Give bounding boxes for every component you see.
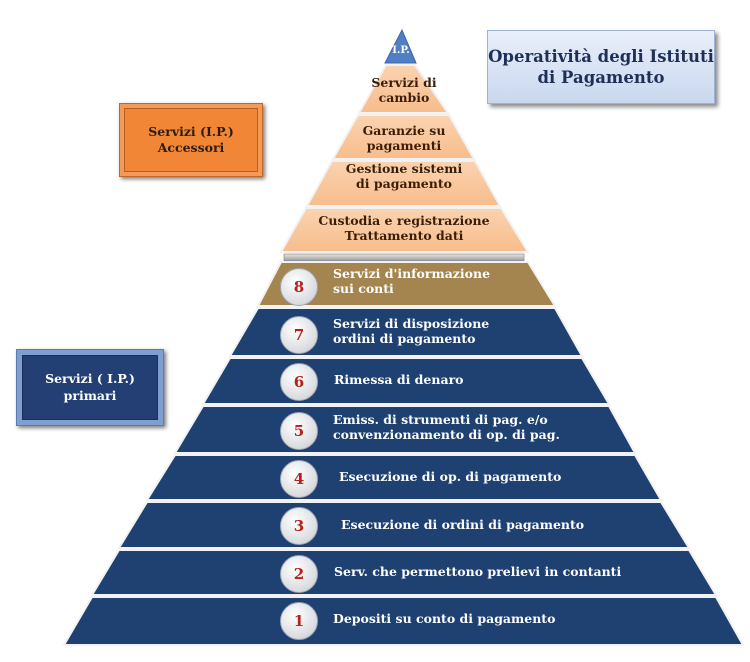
number-badge-7: 7 xyxy=(280,316,318,354)
tier-label-custodia: Custodia e registrazione Trattamento dat… xyxy=(318,213,490,243)
band-3 xyxy=(117,501,691,549)
service-label-5: Emiss. di strumenti di pag. e/o convenzi… xyxy=(333,412,560,442)
tier-custodia xyxy=(279,207,530,253)
service-label-4: Esecuzione di op. di pagamento xyxy=(339,469,562,484)
number-badge-6: 6 xyxy=(280,363,318,401)
legend-primari-box: Servizi ( I.P.) primari xyxy=(16,349,164,426)
band-7 xyxy=(228,307,584,357)
legend-accessori-box: Servizi (I.P.) Accessori xyxy=(119,103,263,177)
number-badge-5: 5 xyxy=(280,412,318,450)
legend-accessori-label: Servizi (I.P.) Accessori xyxy=(124,108,258,172)
band-1 xyxy=(62,596,745,646)
number-badge-1: 1 xyxy=(280,602,318,640)
service-label-2: Serv. che permettono prelievi in contant… xyxy=(334,564,622,579)
band-4 xyxy=(145,454,663,501)
service-label-7: Servizi di disposizione ordini di pagame… xyxy=(333,316,490,346)
tier-label-cambio: Servizi di cambio xyxy=(371,75,437,105)
diagram-title: Operatività degli Istituti di Pagamento xyxy=(487,30,715,104)
service-label-3: Esecuzione di ordini di pagamento xyxy=(341,517,585,532)
number-badge-2: 2 xyxy=(280,555,318,593)
number-badge-8: 8 xyxy=(280,268,318,306)
number-badge-4: 4 xyxy=(280,460,318,498)
tier-garanzie xyxy=(331,114,476,160)
peak-label: I.P. xyxy=(392,45,410,56)
tier-label-gestione: Gestione sistemi di pagamento xyxy=(345,161,463,191)
tier-servizi-di-cambio xyxy=(357,64,450,114)
band-2 xyxy=(90,549,718,596)
tier-gestione xyxy=(305,160,502,207)
service-label-8: Servizi d'informazione sui conti xyxy=(333,266,491,296)
separator-bar xyxy=(283,253,525,262)
tier-label-garanzie: Garanzie su pagamenti xyxy=(362,123,446,153)
pyramid-peak xyxy=(384,28,417,64)
legend-primari-label: Servizi ( I.P.) primari xyxy=(22,355,158,420)
service-label-1: Depositi su conto di pagamento xyxy=(333,611,556,626)
band-8 xyxy=(256,261,557,307)
number-badge-3: 3 xyxy=(280,507,318,545)
service-label-6: Rimessa di denaro xyxy=(334,372,464,387)
